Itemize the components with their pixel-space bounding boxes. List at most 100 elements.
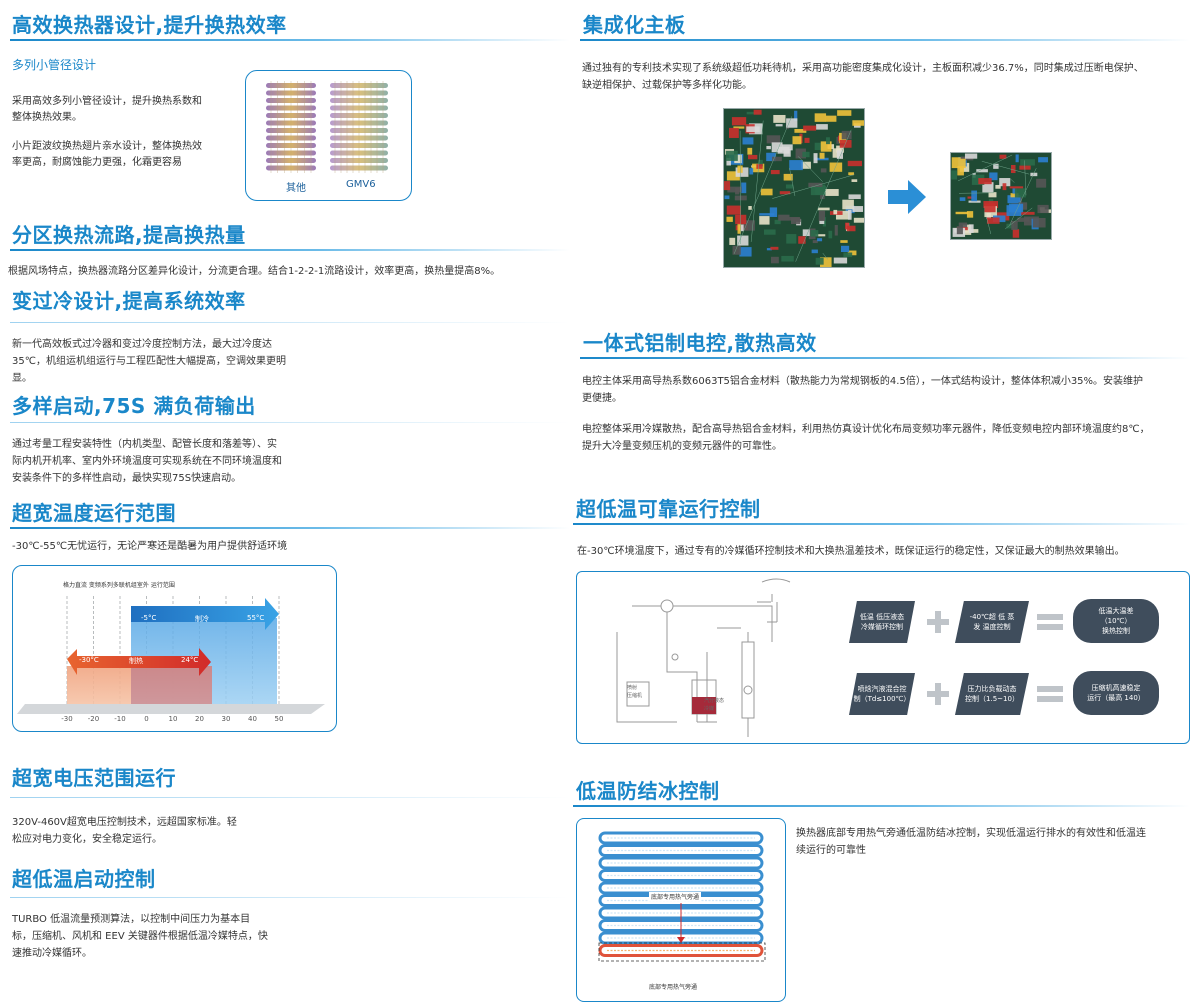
section-title-low-temp-start: 超低温启动控制 (12, 867, 156, 891)
section-title-zoned-flow: 分区换热流路,提高换热量 (12, 223, 246, 247)
coil-illustration (598, 831, 766, 962)
overlap-area (131, 666, 212, 704)
section-title-anti-freeze: 低温防结冰控制 (576, 779, 720, 803)
section-title-heat-exchanger: 高效换热器设计,提升换热效率 (12, 13, 287, 37)
paragraph-line: 电控主体采用高导热系数6063T5铝合金材料（散热能力为常规钢板的4.5倍），一… (582, 376, 1144, 387)
paragraph-line: 小片距波纹换热翅片亲水设计，整体换热效 (12, 141, 202, 152)
diagram-label: 压缩机 (627, 693, 643, 699)
chart-title: 格力直流 变频系列多联机组室外 运行范围 (63, 582, 175, 589)
diagram-label: 汽分液态 (704, 698, 725, 704)
temperature-range-figure: 格力直流 变频系列多联机组室外 运行范围 -5°C 制冷 55°C -30°C … (12, 565, 337, 732)
section-title-integrated-board: 集成化主板 (583, 13, 686, 37)
paragraph-line: 35℃，机组运机组运行与工程匹配性大幅提高，空调效果更明 (12, 356, 286, 367)
flow-result-heat-exchange: 低温大温差（10℃）换热控制 (1073, 599, 1159, 643)
title-underline (573, 805, 1190, 807)
paragraph-line: 率更高，耐腐蚀能力更强，化霜更容易 (12, 157, 182, 168)
flow-step-evaporation-control: -40℃超 低 蒸发 温度控制 (955, 601, 1029, 643)
coil-inner-label: 底部专用热气旁通 (649, 892, 702, 901)
paragraph-line: 标，压缩机、风机和 EEV 关键器件根据低温冷媒特点，快 (12, 931, 268, 942)
section-title-startup: 多样启动,75S 满负荷输出 (12, 394, 256, 418)
paragraph-line: 速推动冷媒循环。 (12, 948, 92, 959)
coil-tube (598, 919, 764, 932)
axis-tick-label: 0 (144, 715, 149, 723)
coil-tube (598, 856, 764, 870)
cooling-arrow (131, 598, 279, 630)
section-title-low-temp-reliable: 超低温可靠运行控制 (576, 497, 761, 521)
heat-min-label: -30°C (79, 656, 99, 664)
equals-icon (1037, 684, 1063, 704)
paragraph-line: 换热器底部专用热气旁通低温防结冰控制，实现低温运行排水的有效性和低温连 (796, 828, 1146, 839)
paragraph-line: 安装条件下的多样性启动，最快实现75S快速启动。 (12, 473, 242, 484)
title-underline (10, 422, 570, 423)
figure-label-other: 其他 (286, 183, 306, 194)
receiver-liquid (692, 697, 716, 714)
axis-tick-label: -10 (114, 715, 126, 723)
heat-max-label: 24°C (181, 656, 199, 664)
paragraph-line: 整体换热效果。 (12, 112, 82, 123)
paragraph-line: 显。 (12, 373, 32, 384)
chart-baseline (17, 704, 325, 714)
temperature-range-illustration (17, 596, 325, 714)
paragraph-line: 通过独有的专利技术实现了系统级超低功耗待机，采用高功能密度集成化设计，主板面积减… (582, 63, 1144, 74)
section-title-aluminum-control: 一体式铝制电控,散热高效 (583, 331, 817, 355)
section-title-temperature-range: 超宽温度运行范围 (12, 501, 176, 525)
paragraph-line: 320V-460V超宽电压控制技术，远超国家标准。轻 (12, 817, 237, 828)
title-underline (10, 39, 570, 41)
axis-tick-label: 10 (168, 715, 178, 723)
heat-label: 制热 (129, 657, 143, 665)
axis-tick-label: 40 (248, 715, 257, 723)
paragraph-line: 电控整体采用冷媒散热，配合高导热铝合金材料，利用热仿真设计优化布局变频功率元器件… (582, 424, 1150, 435)
equals-icon (1037, 612, 1063, 632)
arrow-right-icon (888, 180, 926, 214)
diagram-label: 喷射 (627, 685, 638, 691)
refrigerant-cycle-diagram (616, 578, 791, 737)
paragraph-line: TURBO 低温流量预测算法，以控制中间压力为基本目 (12, 914, 251, 925)
coil-tube (598, 906, 764, 920)
paragraph-line: 通过考量工程安装特性（内机类型、配管长度和落差等）、实 (12, 439, 277, 450)
title-underline (10, 322, 570, 323)
title-underline (580, 357, 1190, 359)
title-underline (10, 797, 570, 798)
axis-tick-label: 30 (221, 715, 231, 723)
axis-tick-label: 20 (195, 715, 204, 723)
paragraph-line: 续运行的可靠性 (796, 845, 866, 856)
flow-step-pressure-ratio: 压力比负载动态控制（1.5~10） (955, 673, 1029, 715)
anti-freeze-coil-figure: 底部专用热气旁通 底部专用热气旁通 (576, 818, 786, 1002)
figure-label-gmv6: GMV6 (346, 179, 376, 190)
coil-tube (598, 894, 764, 907)
section-title-voltage-range: 超宽电压范围运行 (12, 766, 176, 790)
paragraph-line: 松应对电力变化，安全稳定运行。 (12, 834, 162, 845)
title-underline (573, 523, 1190, 525)
flow-result-compressor: 压缩机高速稳定运行（最高 140） (1073, 671, 1159, 715)
flow-step-low-pressure-liquid: 低温 低压液态冷媒循环控制 (849, 601, 915, 643)
title-underline (10, 897, 570, 898)
axis-tick-label: -20 (87, 715, 100, 723)
axis-tick-label: -30 (61, 715, 73, 723)
coil-tube (598, 881, 764, 895)
title-underline (580, 39, 1190, 41)
plus-icon (927, 683, 949, 705)
paragraph-line: 缺逆相保护、过载保护等多样化功能。 (582, 80, 752, 91)
paragraph-line: 际内机开机率、室内外环境温度可实现系统在不同环境温度和 (12, 456, 282, 467)
coil-tube (598, 869, 764, 882)
flow-step-vapor-injection: 喷焓汽液混合控制（Td≤100℃） (849, 673, 915, 715)
axis-tick-label: 50 (274, 715, 284, 723)
cool-label: 制冷 (195, 615, 209, 623)
low-temp-control-figure: 喷射 压缩机 汽分液态 冷媒 低温 低压液态冷媒循环控制 -40℃超 低 蒸发 … (576, 571, 1190, 744)
paragraph-line: 根据风场特点，换热器流路分区差异化设计，分流更合理。结合1-2-2-1流路设计，… (8, 266, 501, 277)
hot-gas-bypass-tube (598, 944, 764, 957)
subtitle-small-tube: 多列小管径设计 (12, 58, 97, 72)
diagram-label: 冷媒 (704, 706, 715, 712)
tube-comparison-figure: 其他 GMV6 (245, 70, 412, 201)
title-underline (10, 527, 570, 529)
paragraph-line: 采用高效多列小管径设计，提升换热系数和 (12, 96, 202, 107)
coil-bottom-label: 底部专用热气旁通 (649, 984, 698, 991)
new-circuit-board-image (950, 152, 1055, 240)
paragraph-line: 提升大冷量变频压机的变频元器件的可靠性。 (582, 441, 782, 452)
paragraph-line: 新一代高效板式过冷器和变过冷度控制方法，最大过冷度达 (12, 339, 272, 350)
section-title-subcooling: 变过冷设计,提高系统效率 (12, 289, 246, 313)
heating-arrow (67, 648, 211, 676)
coil-tube (598, 831, 764, 845)
old-circuit-board-image (723, 108, 868, 268)
paragraph-line: 在-30℃环境温度下，通过专有的冷媒循环控制技术和大换热温差技术，既保证运行的稳… (577, 546, 1125, 557)
